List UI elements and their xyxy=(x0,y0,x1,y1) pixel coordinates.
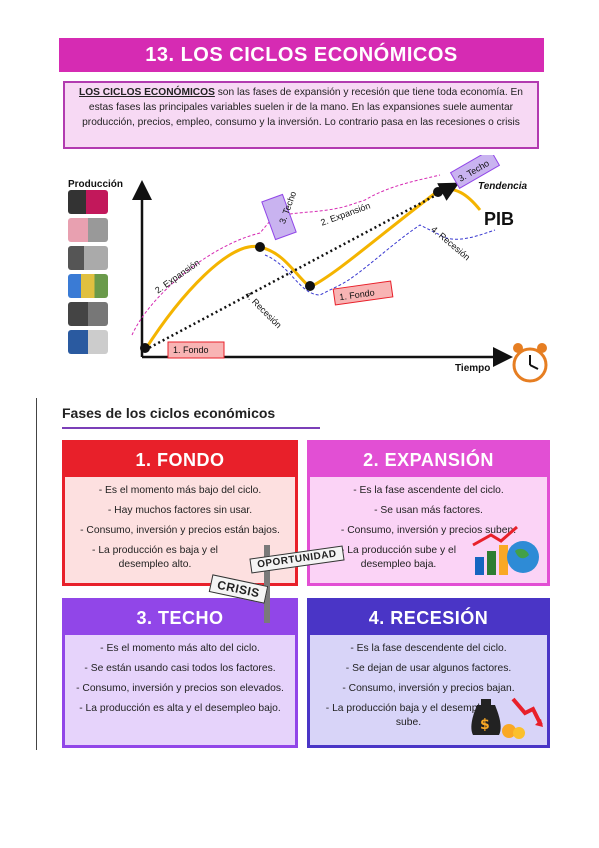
intro-box: LOS CICLOS ECONÓMICOS son las fases de e… xyxy=(63,81,539,149)
svg-text:$: $ xyxy=(480,717,490,733)
techo-item: - Consumo, inversión y precios son eleva… xyxy=(76,683,284,694)
intro-text: son las fases de expansión y recesión qu… xyxy=(82,87,523,128)
card-recesion: 4. RECESIÓN - Es la fase descendente del… xyxy=(307,598,550,748)
expansion-item: - Se usan más factores. xyxy=(374,505,483,516)
techo-item: - Se están usando casi todos los factore… xyxy=(84,663,276,674)
card-techo-title: 3. TECHO xyxy=(65,601,295,635)
card-recesion-title: 4. RECESIÓN xyxy=(310,601,547,635)
tendencia-label: Tendencia xyxy=(478,181,528,192)
growth-chart-icon xyxy=(472,525,539,575)
fondo-label-1: 1. Fondo xyxy=(173,345,209,355)
fondo-item: - Consumo, inversión y precios están baj… xyxy=(80,525,280,536)
left-rule xyxy=(36,398,37,750)
card-fondo: 1. FONDO - Es el momento más bajo del ci… xyxy=(62,440,298,586)
signpost-pole xyxy=(264,545,270,623)
expansion-label-1: 2. Expansión xyxy=(153,257,201,295)
bottles-icon xyxy=(68,330,108,354)
pib-label: PIB xyxy=(484,209,514,229)
recesion-item: - Es la fase descendente del ciclo. xyxy=(350,643,507,654)
fondo-item: - Hay muchos factores sin usar. xyxy=(107,505,253,516)
clothes-icon xyxy=(68,218,108,242)
card-expansion: 2. EXPANSIÓN - Es la fase ascendente del… xyxy=(307,440,550,586)
expansion-item: - Consumo, inversión y precios suben. xyxy=(340,525,517,536)
tablet-icon xyxy=(68,190,108,214)
fondo-callout-2[interactable] xyxy=(332,280,394,306)
expansion-item: - Es la fase ascendente del ciclo. xyxy=(353,485,504,496)
fondo-item: - Es el momento más bajo del ciclo. xyxy=(98,485,262,496)
cycle-svg: Producción Tiempo 1. Fondo 1. Fondo 3. T… xyxy=(68,149,548,383)
x-axis-label: Tiempo xyxy=(455,363,490,374)
techo-item: - La producción es alta y el desempleo b… xyxy=(79,703,281,714)
techo-callout-2[interactable] xyxy=(449,149,501,189)
recesion-label-1: 4. Recesión xyxy=(243,290,284,331)
trend-line xyxy=(144,182,460,352)
fondo-point-1 xyxy=(140,343,150,353)
intro-lead: LOS CICLOS ECONÓMICOS xyxy=(79,87,215,98)
section-heading: Fases de los ciclos económicos xyxy=(62,405,276,421)
expansion-item: - La producción sube y el desempleo baja… xyxy=(340,545,457,570)
fondo-callout-1[interactable] xyxy=(167,341,225,359)
techo-point-1 xyxy=(255,242,265,252)
business-cycle-diagram: Producción Tiempo 1. Fondo 1. Fondo 3. T… xyxy=(60,149,570,387)
recesion-item: - Consumo, inversión y precios bajan. xyxy=(342,683,515,694)
alarm-clock-icon xyxy=(512,343,548,383)
fondo-label-2: 1. Fondo xyxy=(339,287,376,302)
techo-callout-1[interactable] xyxy=(261,193,297,241)
card-fondo-title: 1. FONDO xyxy=(65,443,295,477)
techo-item: - Es el momento más alto del ciclo. xyxy=(100,643,260,654)
y-axis-label: Producción xyxy=(68,179,123,190)
recesion-item: - Se dejan de usar algunos factores. xyxy=(345,663,512,674)
textiles-icon xyxy=(68,274,108,298)
money-bag-icon: $ xyxy=(471,697,543,739)
recesion-item: - La producción baja y el desempleo sube… xyxy=(325,703,492,728)
card-techo: 3. TECHO - Es el momento más alto del ci… xyxy=(62,598,298,748)
appliance-icon xyxy=(68,246,108,270)
recesion-label-2: 4. Recesión xyxy=(429,224,472,262)
blue-band xyxy=(264,224,496,296)
section-rule xyxy=(62,427,320,429)
fondo-point-2 xyxy=(305,281,315,291)
page-title: 13. LOS CICLOS ECONÓMICOS xyxy=(59,38,544,72)
techo-point-2 xyxy=(433,187,443,197)
fondo-item: - La producción es baja y el desempleo a… xyxy=(92,545,218,570)
expansion-label-2: 2. Expansión xyxy=(319,200,371,227)
goods-icon xyxy=(68,302,108,326)
product-icons xyxy=(68,190,112,358)
card-expansion-title: 2. EXPANSIÓN xyxy=(310,443,547,477)
